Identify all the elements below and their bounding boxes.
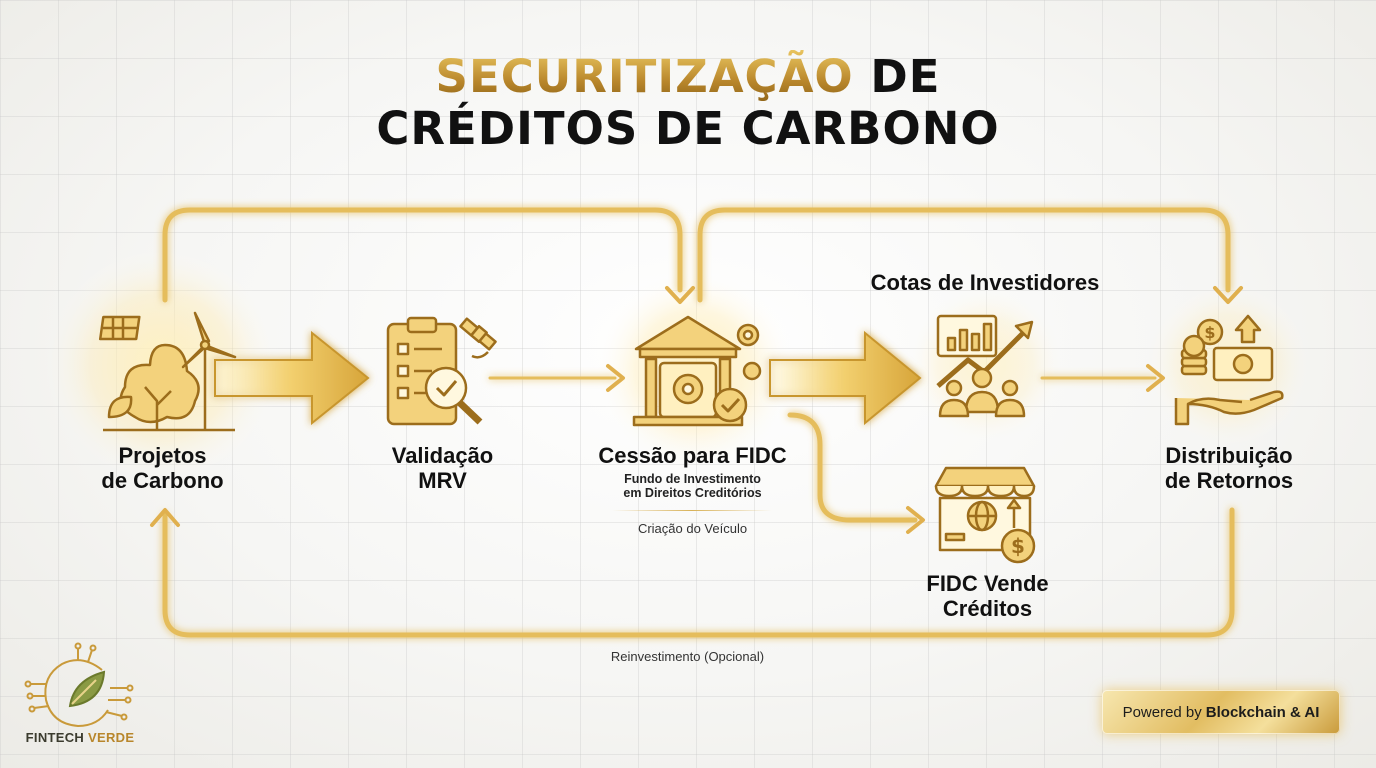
- node-cessao-sub2: em Direitos Creditórios: [623, 486, 762, 500]
- node-projetos-line1: Projetos: [118, 443, 207, 468]
- divider: [612, 510, 772, 511]
- tree-solar-wind-icon: [98, 311, 237, 432]
- node-cessao-note: Criação do Veículo: [637, 521, 748, 536]
- growth-chart-investors-icon: [936, 314, 1034, 418]
- connector-reinvestment-loop: [162, 507, 1235, 638]
- big-arrow-1: [214, 330, 370, 426]
- page-title: SECURITIZAÇÃO DE: [0, 50, 1376, 104]
- node-fidc-vende-line2: Créditos: [942, 596, 1033, 621]
- node-projetos-line2: de Carbono: [101, 468, 224, 493]
- svg-text:$: $: [1011, 534, 1025, 558]
- big-arrow-2: [769, 330, 922, 426]
- svg-text:$: $: [1204, 323, 1215, 342]
- node-distribuicao-line2: de Retornos: [1164, 468, 1294, 493]
- title-part2: DE: [870, 50, 941, 103]
- node-projetos-label: Projetos de Carbono: [80, 443, 245, 493]
- title-part1: SECURITIZAÇÃO: [435, 50, 854, 103]
- fintech-verde-logo: [24, 642, 134, 728]
- node-cessao-sublabel: Fundo de Investimento em Direitos Credit…: [590, 472, 795, 500]
- reinvestment-note: Reinvestimento (Opcional): [610, 649, 765, 664]
- badge-prefix: Powered by: [1122, 703, 1202, 721]
- logo-word2: VERDE: [88, 730, 135, 745]
- checklist-satellite-icon: [386, 316, 497, 426]
- node-validacao-line1: Validação: [391, 443, 494, 468]
- node-cessao-sub1: Fundo de Investimento: [624, 472, 761, 486]
- node-distribuicao-line1: Distribuição: [1165, 443, 1293, 468]
- connector-projetos-to-cessao: [162, 207, 683, 303]
- badge-bold: Blockchain & AI: [1205, 703, 1320, 721]
- node-cotas-label: Cotas de Investidores: [870, 270, 1100, 295]
- page-title-line2: CRÉDITOS DE CARBONO: [376, 102, 1000, 155]
- logo-word1: FINTECH: [25, 730, 85, 745]
- node-fidc-vende-line1: FIDC Vende: [926, 571, 1049, 596]
- marketplace-globe-icon: $: [934, 466, 1036, 564]
- hand-money-icon: $: [1174, 314, 1284, 426]
- connector-cessao-to-fidc: [787, 412, 918, 523]
- node-fidc-vende-label: FIDC Vende Créditos: [900, 571, 1075, 621]
- node-validacao-label: Validação MRV: [360, 443, 525, 493]
- node-cessao-label: Cessão para FIDC: [598, 443, 787, 468]
- connector-cessao-to-distribuicao: [697, 207, 1231, 303]
- node-validacao-line2: MRV: [418, 468, 467, 493]
- logo-wordmark: FINTECH VERDE: [10, 730, 150, 745]
- powered-by-badge: Powered by Blockchain & AI: [1102, 690, 1340, 734]
- node-distribuicao-label: Distribuição de Retornos: [1140, 443, 1318, 493]
- bank-vault-gears-icon: [632, 315, 762, 427]
